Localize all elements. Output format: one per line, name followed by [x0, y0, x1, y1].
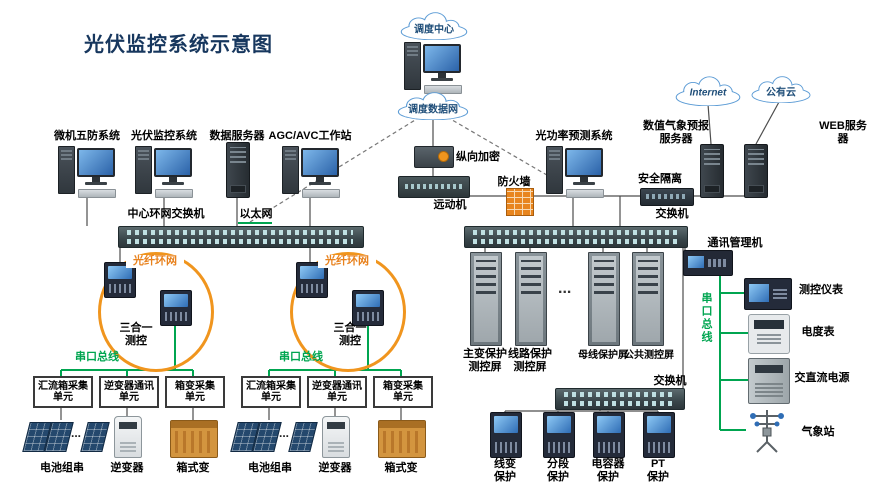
core-switch-label: 中心环网交换机: [127, 208, 205, 220]
boxtrans-unit-box-1: 箱变采集 单元: [165, 376, 225, 408]
rack-line-protection-panel: [515, 252, 547, 346]
rack-main-transformer-panel: [470, 252, 502, 346]
data-server-icon: [226, 142, 250, 198]
isolation-device-icon: [640, 188, 694, 206]
bottom-switch-label: 交换机: [653, 375, 687, 387]
encrypt-device-icon: [414, 146, 454, 168]
data-server-label: 数据服务器: [209, 130, 265, 142]
wufang-workstation-icon: [58, 144, 116, 200]
ring1-serial-bus-label: 串口总线: [75, 351, 119, 363]
strings-label-2: 电池组串: [248, 462, 292, 474]
public-ctrl-panel-label: 公共测控屏: [624, 350, 674, 361]
rtu-device-icon: [398, 176, 470, 198]
fiber-ring-1: [98, 252, 214, 372]
cloud-label: 公有云: [766, 87, 796, 99]
ring2-controller-b-icon: [352, 290, 384, 326]
rtu-label: 远动机: [433, 199, 467, 211]
fiber-ring-1-label: 光纤环网: [126, 255, 184, 268]
cloud-label: 调度中心: [414, 24, 454, 36]
bus-protection-panel-label: 母线保护屏: [578, 350, 628, 361]
rack-bus-protection-panel: [588, 252, 620, 346]
fiber-ring-2-label: 光纤环网: [318, 255, 376, 268]
inverter-icon-1: [114, 416, 142, 458]
cloud-label: 调度数据网: [408, 104, 458, 116]
solar-panel-group-1: ...: [22, 418, 110, 456]
agc-workstation-icon: [282, 144, 340, 200]
serial-bus-label: 串口总线: [700, 292, 712, 344]
pt-protection-icon: [643, 412, 675, 458]
combiner-unit-box-2: 汇流箱采集 单元: [241, 376, 301, 408]
web-server-icon: [744, 144, 768, 198]
rack-ellipsis: ...: [558, 280, 572, 297]
isolation-label: 安全隔离: [638, 173, 682, 185]
acdc-power-icon: [748, 358, 790, 404]
right-switch-icon: [464, 226, 688, 248]
box-transformer-icon-1: [170, 420, 218, 458]
page-title: 光伏监控系统示意图: [84, 34, 273, 56]
web-server-label: WEB服务 器: [819, 120, 867, 145]
inverter-icon-2: [322, 416, 350, 458]
right-switch-label: 交换机: [655, 208, 689, 220]
dispatch-workstation-icon: [404, 40, 462, 96]
cloud-dispatch-center: 调度中心: [399, 12, 469, 40]
line-protection-panel-label: 线路保护 测控屏: [508, 348, 552, 373]
power-forecast-label: 光功率预测系统: [535, 130, 613, 142]
box-transformer-label-2: 箱式变: [384, 462, 418, 474]
ring2-serial-bus-label: 串口总线: [279, 351, 323, 363]
ctrl-meter-label: 测控仪表: [799, 284, 843, 296]
rack-public-ctrl-panel: [632, 252, 664, 346]
energy-meter-icon: [748, 314, 790, 354]
comm-manager-icon: [683, 250, 733, 276]
section-protection-icon: [543, 412, 575, 458]
line-trans-protection-icon: [490, 412, 522, 458]
cloud-label: Internet: [689, 87, 727, 99]
cloud-internet: Internet: [674, 76, 742, 106]
capacitor-protection-label: 电容器 保护: [591, 458, 625, 483]
capacitor-protection-icon: [593, 412, 625, 458]
panel-dots: ...: [279, 426, 290, 440]
pv-monitor-workstation-icon: [135, 144, 193, 200]
weather-station-icon: [742, 404, 792, 461]
weather-server-icon: [700, 144, 724, 198]
cloud-public-cloud: 公有云: [750, 76, 812, 103]
ring2-controller-a-icon: [296, 262, 328, 298]
core-ring-switch-icon: [118, 226, 364, 248]
pv-monitor-label: 光伏监控系统: [131, 130, 197, 142]
weather-station-label: 气象站: [801, 426, 835, 438]
section-protection-label: 分段 保护: [547, 458, 569, 483]
weather-server-label: 数值气象预报 服务器: [643, 120, 709, 145]
firewall-label: 防火墙: [497, 176, 531, 188]
energy-meter-label: 电度表: [801, 326, 835, 338]
ring1-controller-a-icon: [104, 262, 136, 298]
comm-manager-label: 通讯管理机: [707, 237, 763, 249]
ethernet-label: 以太网: [239, 208, 273, 220]
wufang-label: 微机五防系统: [54, 130, 120, 142]
cloud-dispatch-data-net: 调度数据网: [396, 92, 470, 120]
strings-label-1: 电池组串: [40, 462, 84, 474]
ring1-controller-label: 三合一 测控: [119, 322, 153, 347]
box-transformer-label-1: 箱式变: [176, 462, 210, 474]
ctrl-meter-icon: [744, 278, 792, 310]
combiner-unit-box-1: 汇流箱采集 单元: [33, 376, 93, 408]
pt-protection-label: PT 保护: [647, 458, 669, 483]
agc-label: AGC/AVC工作站: [268, 130, 352, 142]
ring2-controller-label: 三合一 测控: [333, 322, 367, 347]
inverter-label-1: 逆变器: [110, 462, 144, 474]
solar-panel-group-2: ...: [230, 418, 318, 456]
ring1-controller-b-icon: [160, 290, 192, 326]
fiber-ring-2: [290, 252, 406, 372]
acdc-power-label: 交直流电源: [794, 372, 850, 384]
panel-dots: ...: [71, 426, 82, 440]
bottom-switch-icon: [555, 388, 685, 410]
inverter-label-2: 逆变器: [318, 462, 352, 474]
box-transformer-icon-2: [378, 420, 426, 458]
line-trans-protection-label: 线变 保护: [494, 458, 516, 483]
inverter-comm-unit-box-2: 逆变器通讯 单元: [307, 376, 367, 408]
firewall-icon: [506, 188, 534, 216]
inverter-comm-unit-box-1: 逆变器通讯 单元: [99, 376, 159, 408]
encrypt-label: 纵向加密: [456, 151, 500, 163]
main-transformer-panel-label: 主变保护 测控屏: [463, 348, 507, 373]
power-forecast-workstation-icon: [546, 144, 604, 200]
boxtrans-unit-box-2: 箱变采集 单元: [373, 376, 433, 408]
